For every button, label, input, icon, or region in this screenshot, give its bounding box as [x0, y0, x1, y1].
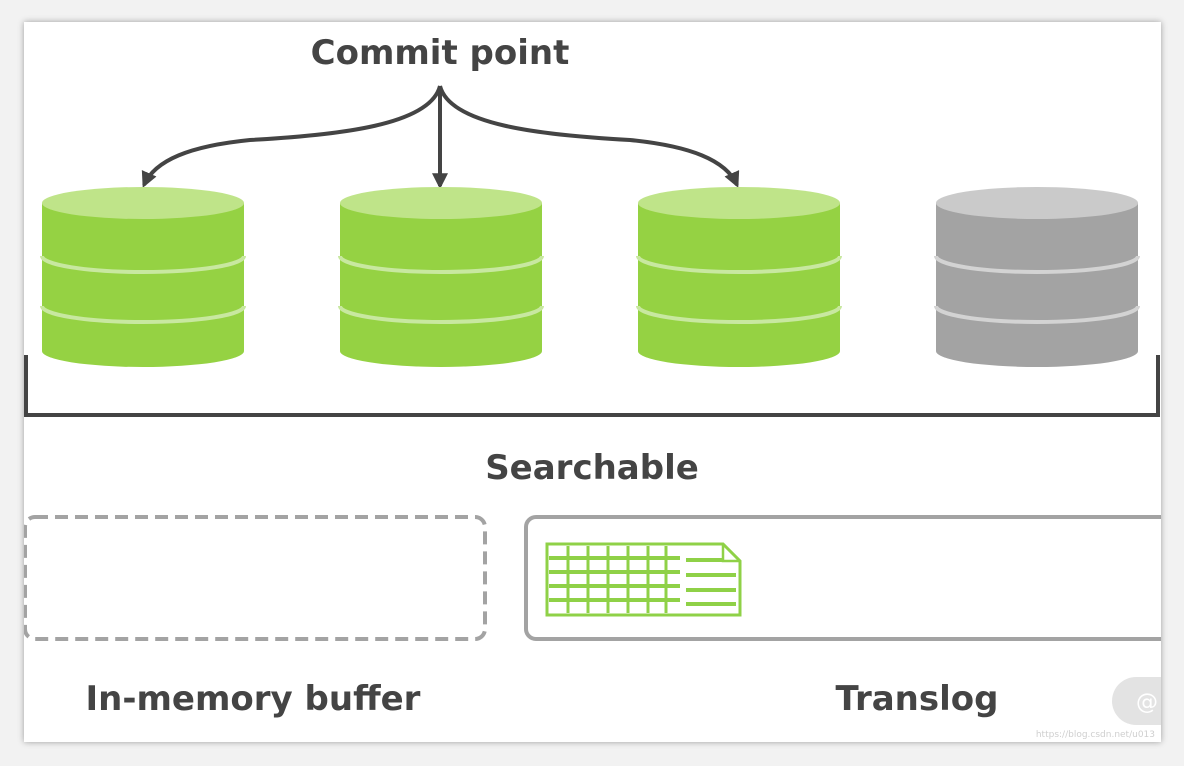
segment-cylinder-1: [40, 187, 246, 367]
commit-arrow-right: [438, 85, 740, 188]
commit-arrow-left: [141, 85, 442, 188]
segment-cylinder-4-uncommitted: [934, 187, 1140, 367]
searchable-label: Searchable: [485, 448, 699, 488]
in-memory-buffer-label: In-memory buffer: [86, 679, 421, 719]
watermark-text: https://blog.csdn.net/u013: [1035, 730, 1155, 740]
commit-arrows: [141, 85, 740, 190]
segment-cylinder-3: [636, 187, 842, 367]
diagram-canvas: Commit point: [24, 33, 1161, 725]
translog-label: Translog: [836, 679, 999, 719]
svg-text:@: @: [1136, 690, 1158, 715]
segment-cylinder-2: [338, 187, 544, 367]
at-icon: @: [1112, 677, 1161, 725]
commit-point-label: Commit point: [311, 33, 570, 73]
translog-document-icon: [545, 542, 742, 617]
diagram-frame: Commit point: [24, 22, 1161, 742]
in-memory-buffer-box: [24, 515, 487, 641]
translog-box: [524, 515, 1161, 641]
searchable-bracket: [24, 355, 1160, 417]
